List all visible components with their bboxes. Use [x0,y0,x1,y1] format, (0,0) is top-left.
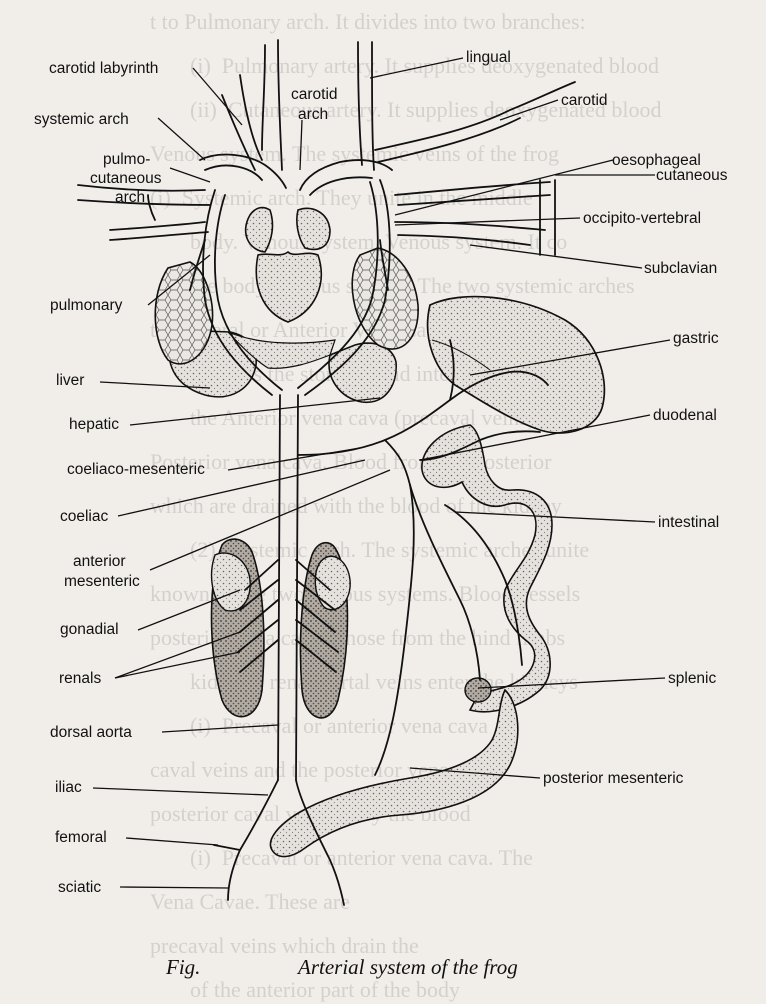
intestine-coils [421,424,553,713]
rectum [269,688,519,858]
label-hepatic: hepatic [69,416,119,433]
label-gonadial: gonadial [60,621,119,638]
caption-title: Arterial system of the frog [298,955,518,979]
label-cutaneous: cutaneous [656,167,728,184]
label-duodenal: duodenal [653,407,717,424]
label-liver: liver [56,372,84,389]
label-pulmonary: pulmonary [50,297,123,314]
label-anterior-mesenteric-line2: mesenteric [64,573,140,590]
label-subclavian: subclavian [644,260,717,277]
kidneys-and-gonads [210,538,351,719]
label-femoral: femoral [55,829,107,846]
label-dorsal-aorta: dorsal aorta [50,724,132,741]
caption-fig: Fig. [166,955,201,979]
label-carotid: carotid [561,92,608,109]
label-carotid-arch-line1: carotid [291,86,338,103]
spleen [464,677,492,703]
label-sciatic: sciatic [58,879,101,896]
label-carotid-arch-line2: arch [298,106,328,123]
label-occipito-vertebral: occipito-vertebral [583,210,701,227]
label-gastric: gastric [673,330,719,347]
label-coeliaco-mesenteric: coeliaco-mesenteric [67,461,205,478]
label-anterior-mesenteric-line1: anterior [73,553,126,570]
label-systemic-arch: systemic arch [34,111,129,128]
label-intestinal: intestinal [658,514,719,531]
stomach [426,295,606,434]
heart [244,206,331,323]
label-pulmo-line1: pulmo- [103,151,150,168]
label-carotid-labyrinth: carotid labyrinth [49,60,158,77]
arteries [77,39,576,906]
label-iliac: iliac [55,779,82,796]
label-lingual: lingual [466,49,511,66]
label-pulmo-line3: arch [115,189,145,206]
label-splenic: splenic [668,670,716,687]
label-oesophageal: oesophageal [612,152,701,169]
label-coeliac: coeliac [60,508,108,525]
diagram-labels: carotid labyrinth lingual carotid arch c… [34,49,728,896]
label-posterior-mesenteric: posterior mesenteric [543,770,684,787]
label-pulmo-line2: cutaneous [90,170,162,187]
label-renals: renals [59,670,101,687]
leader-lines [92,57,671,889]
